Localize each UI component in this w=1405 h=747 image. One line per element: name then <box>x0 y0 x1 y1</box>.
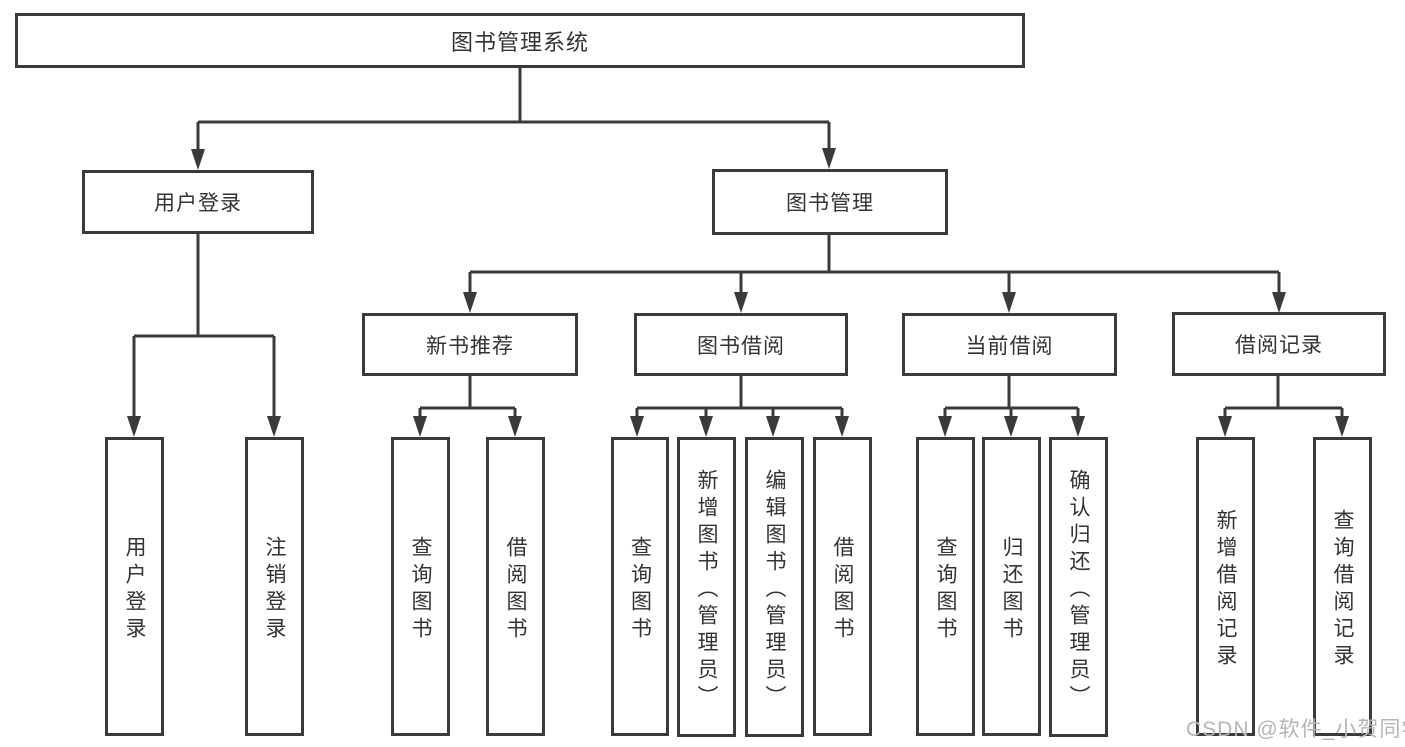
node-book-borrowing: 图书借阅 <box>634 313 848 376</box>
csdn-watermark: CSDN @软件_小贺同学 <box>1186 718 1405 741</box>
leaf-borrowing-borrow-books: 借阅图书 <box>813 437 872 736</box>
leaf-user-login: 用户登录 <box>105 437 164 736</box>
node-user-login: 用户登录 <box>82 170 314 234</box>
leaf-records-add-record: 新增借阅记录 <box>1196 437 1255 736</box>
leaf-current-return-books: 归还图书 <box>982 437 1041 736</box>
node-current-borrowing: 当前借阅 <box>902 313 1117 376</box>
leaf-records-query-record: 查询借阅记录 <box>1313 437 1372 736</box>
leaf-current-query-books: 查询图书 <box>916 437 975 736</box>
leaf-borrowing-query-books: 查询图书 <box>611 437 669 736</box>
node-library-management-system: 图书管理系统 <box>15 13 1025 68</box>
leaf-borrowing-add-books-admin: 新增图书（管理员） <box>677 437 736 737</box>
leaf-logout: 注销登录 <box>245 437 304 736</box>
node-book-management: 图书管理 <box>712 169 948 235</box>
node-borrowing-records: 借阅记录 <box>1172 312 1386 376</box>
leaf-borrowing-edit-books-admin: 编辑图书（管理员） <box>745 437 804 737</box>
leaf-recommend-query-books: 查询图书 <box>391 437 450 736</box>
node-new-book-recommend: 新书推荐 <box>362 313 578 376</box>
leaf-recommend-borrow-books: 借阅图书 <box>486 437 545 736</box>
leaf-current-confirm-return-admin: 确认归还（管理员） <box>1049 437 1108 737</box>
